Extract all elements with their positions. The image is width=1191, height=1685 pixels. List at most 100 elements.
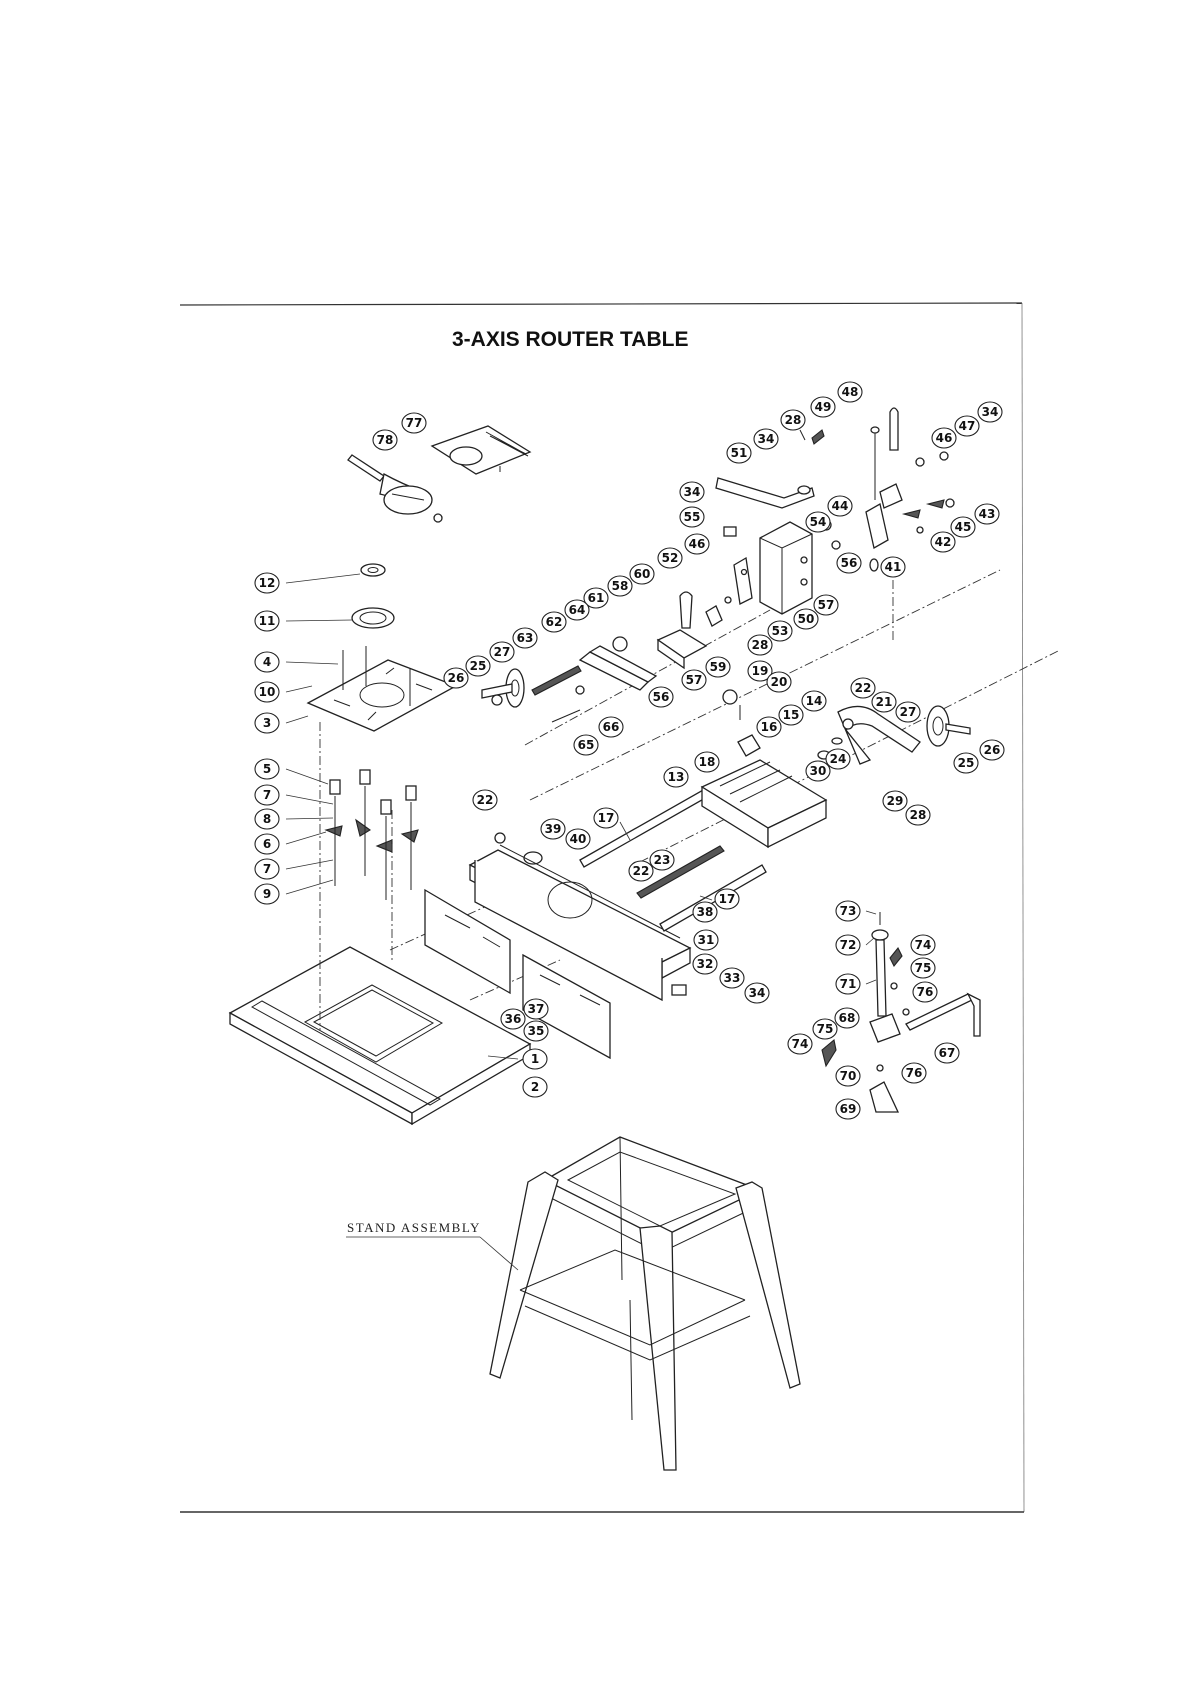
callout-circle: [663, 766, 689, 788]
callout-circle: [835, 1065, 861, 1087]
callout-circle: [401, 412, 427, 434]
callout-circle: [747, 634, 773, 656]
callout-circle: [254, 858, 280, 880]
callout-30: 30: [805, 760, 831, 782]
callout-35: 35: [523, 1020, 549, 1042]
callout-circle: [744, 982, 770, 1004]
callout-60: 60: [629, 563, 655, 585]
callout-number: 27: [900, 705, 917, 719]
callout-circle: [500, 1008, 526, 1030]
callout-number: 74: [915, 938, 932, 952]
callout-18: 18: [694, 751, 720, 773]
callout-number: 51: [731, 446, 748, 460]
callout-66: 66: [598, 716, 624, 738]
head-assembly: [799, 407, 903, 572]
callout-number: 9: [263, 887, 271, 901]
callout-69: 69: [835, 1098, 861, 1120]
callout-8: 8: [254, 808, 280, 830]
callout-number: 39: [545, 822, 562, 836]
callout-circle: [684, 533, 710, 555]
callout-circle: [573, 734, 599, 756]
callout-40: 40: [565, 828, 591, 850]
callout-number: 57: [818, 598, 835, 612]
callout-number: 56: [653, 690, 670, 704]
callout-number: 48: [842, 385, 859, 399]
callout-42: 42: [930, 531, 956, 553]
base-housing: [424, 832, 692, 1060]
callout-76: 76: [901, 1062, 927, 1084]
callout-49: 49: [810, 396, 836, 418]
callout-25: 25: [953, 752, 979, 774]
callout-number: 3: [263, 716, 271, 730]
callout-circle: [810, 396, 836, 418]
callout-75: 75: [910, 957, 936, 979]
callout-circle: [910, 957, 936, 979]
callout-number: 42: [935, 535, 952, 549]
callout-78: 78: [372, 429, 398, 451]
callout-46: 46: [931, 427, 957, 449]
callout-48: 48: [837, 381, 863, 403]
callout-45: 45: [950, 516, 976, 538]
callout-26: 26: [443, 667, 469, 689]
callout-circle: [974, 503, 1000, 525]
callout-circle: [681, 669, 707, 691]
callout-circle: [778, 704, 804, 726]
callout-circle: [901, 1062, 927, 1084]
callout-circle: [812, 1018, 838, 1040]
callout-circle: [871, 691, 897, 713]
callout-39: 39: [540, 818, 566, 840]
callout-number: 63: [517, 631, 534, 645]
callout-number: 36: [505, 1012, 522, 1026]
callout-number: 40: [570, 832, 587, 846]
callout-number: 54: [810, 515, 827, 529]
callout-circle: [254, 572, 280, 594]
callout-number: 52: [662, 551, 679, 565]
callout-number: 20: [771, 675, 788, 689]
callout-22: 22: [472, 789, 498, 811]
callout-number: 46: [689, 537, 706, 551]
callout-36: 36: [500, 1008, 526, 1030]
callout-number: 58: [612, 579, 629, 593]
callout-number: 53: [772, 624, 789, 638]
callout-54: 54: [805, 511, 831, 533]
callout-number: 17: [719, 892, 736, 906]
callout-38: 38: [692, 901, 718, 923]
callout-number: 28: [910, 808, 927, 822]
callout-7: 7: [254, 858, 280, 880]
callout-circle: [834, 1007, 860, 1029]
callout-number: 71: [840, 977, 857, 991]
callout-number: 18: [699, 755, 716, 769]
y-screw-assembly: [531, 636, 658, 723]
callout-circle: [254, 808, 280, 830]
callout-circle: [954, 415, 980, 437]
callout-number: 2: [531, 1080, 539, 1094]
callout-number: 72: [840, 938, 857, 952]
callout-number: 49: [815, 400, 832, 414]
callout-number: 22: [477, 793, 494, 807]
callout-number: 57: [686, 673, 703, 687]
callout-27: 27: [895, 701, 921, 723]
callout-circle: [934, 1042, 960, 1064]
callout-47: 47: [954, 415, 980, 437]
callout-number: 50: [798, 612, 815, 626]
callout-9: 9: [254, 883, 280, 905]
callout-number: 8: [263, 812, 271, 826]
callout-number: 22: [855, 681, 872, 695]
callout-number: 11: [259, 614, 276, 628]
callout-17: 17: [714, 888, 740, 910]
callout-number: 24: [830, 752, 847, 766]
callout-number: 70: [840, 1069, 857, 1083]
callout-65: 65: [573, 734, 599, 756]
callout-number: 31: [698, 933, 715, 947]
callout-67: 67: [934, 1042, 960, 1064]
callout-64: 64: [564, 599, 590, 621]
callout-number: 68: [839, 1011, 856, 1025]
callout-51: 51: [726, 442, 752, 464]
callout-number: 26: [448, 671, 465, 685]
callout-number: 7: [263, 788, 271, 802]
callout-circle: [767, 620, 793, 642]
callout-25: 25: [465, 655, 491, 677]
callout-34: 34: [744, 982, 770, 1004]
callout-circle: [905, 804, 931, 826]
callout-circle: [628, 860, 654, 882]
